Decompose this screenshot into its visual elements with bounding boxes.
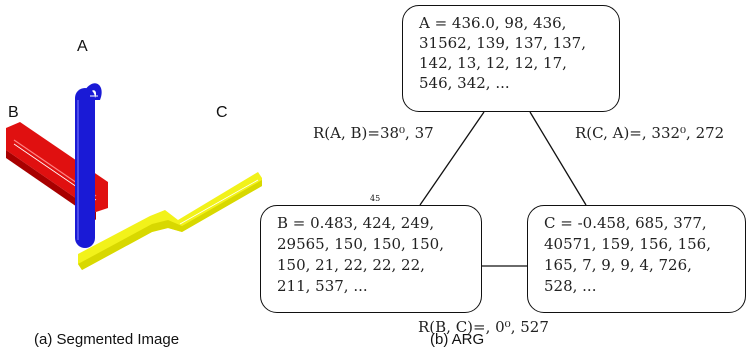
- node-a-line: 142, 13, 12, 12, 17,: [419, 54, 567, 72]
- node-c: C = -0.458, 685, 377, 40571, 159, 156, 1…: [527, 205, 746, 313]
- segment-label-b: B: [8, 104, 19, 121]
- node-c-line: C = -0.458, 685, 377,: [544, 214, 707, 232]
- edge-line-ca: [529, 111, 587, 206]
- node-a-line: 546, 342, ...: [419, 74, 510, 92]
- caption-arg: (b) ARG: [430, 331, 485, 348]
- segment-label-a: A: [77, 38, 88, 55]
- edge-label-ca: R(C, A)=, 332⁰, 272: [575, 124, 725, 142]
- caption-segmented-image: (a) Segmented Image: [34, 331, 180, 348]
- node-b-line: 150, 21, 22, 22, 22,: [277, 256, 425, 274]
- segment-c: [78, 172, 262, 270]
- node-b-line: 211, 537, ...: [277, 277, 368, 295]
- node-a-line: 31562, 139, 137, 137,: [419, 34, 586, 52]
- node-b-line: B = 0.483, 424, 249,: [277, 214, 435, 232]
- node-a: A = 436.0, 98, 436, 31562, 139, 137, 137…: [402, 5, 620, 112]
- node-b-line: 29565, 150, 150, 150,: [277, 235, 444, 253]
- segment-a: [75, 83, 102, 248]
- edge-label-bc: R(B, C)=, 0⁰, 527: [418, 318, 549, 336]
- node-c-line: 165, 7, 9, 9, 4, 726,: [544, 256, 692, 274]
- node-a-line: A = 436.0, 98, 436,: [419, 14, 567, 32]
- edge-line-ab: [419, 111, 485, 206]
- node-c-line: 528, ...: [544, 277, 597, 295]
- small-mark: 45: [370, 194, 381, 203]
- node-c-line: 40571, 159, 156, 156,: [544, 235, 711, 253]
- edge-label-ab: R(A, B)=38⁰, 37: [313, 124, 434, 142]
- segment-label-c: C: [216, 104, 228, 121]
- node-b: B = 0.483, 424, 249, 29565, 150, 150, 15…: [260, 205, 482, 313]
